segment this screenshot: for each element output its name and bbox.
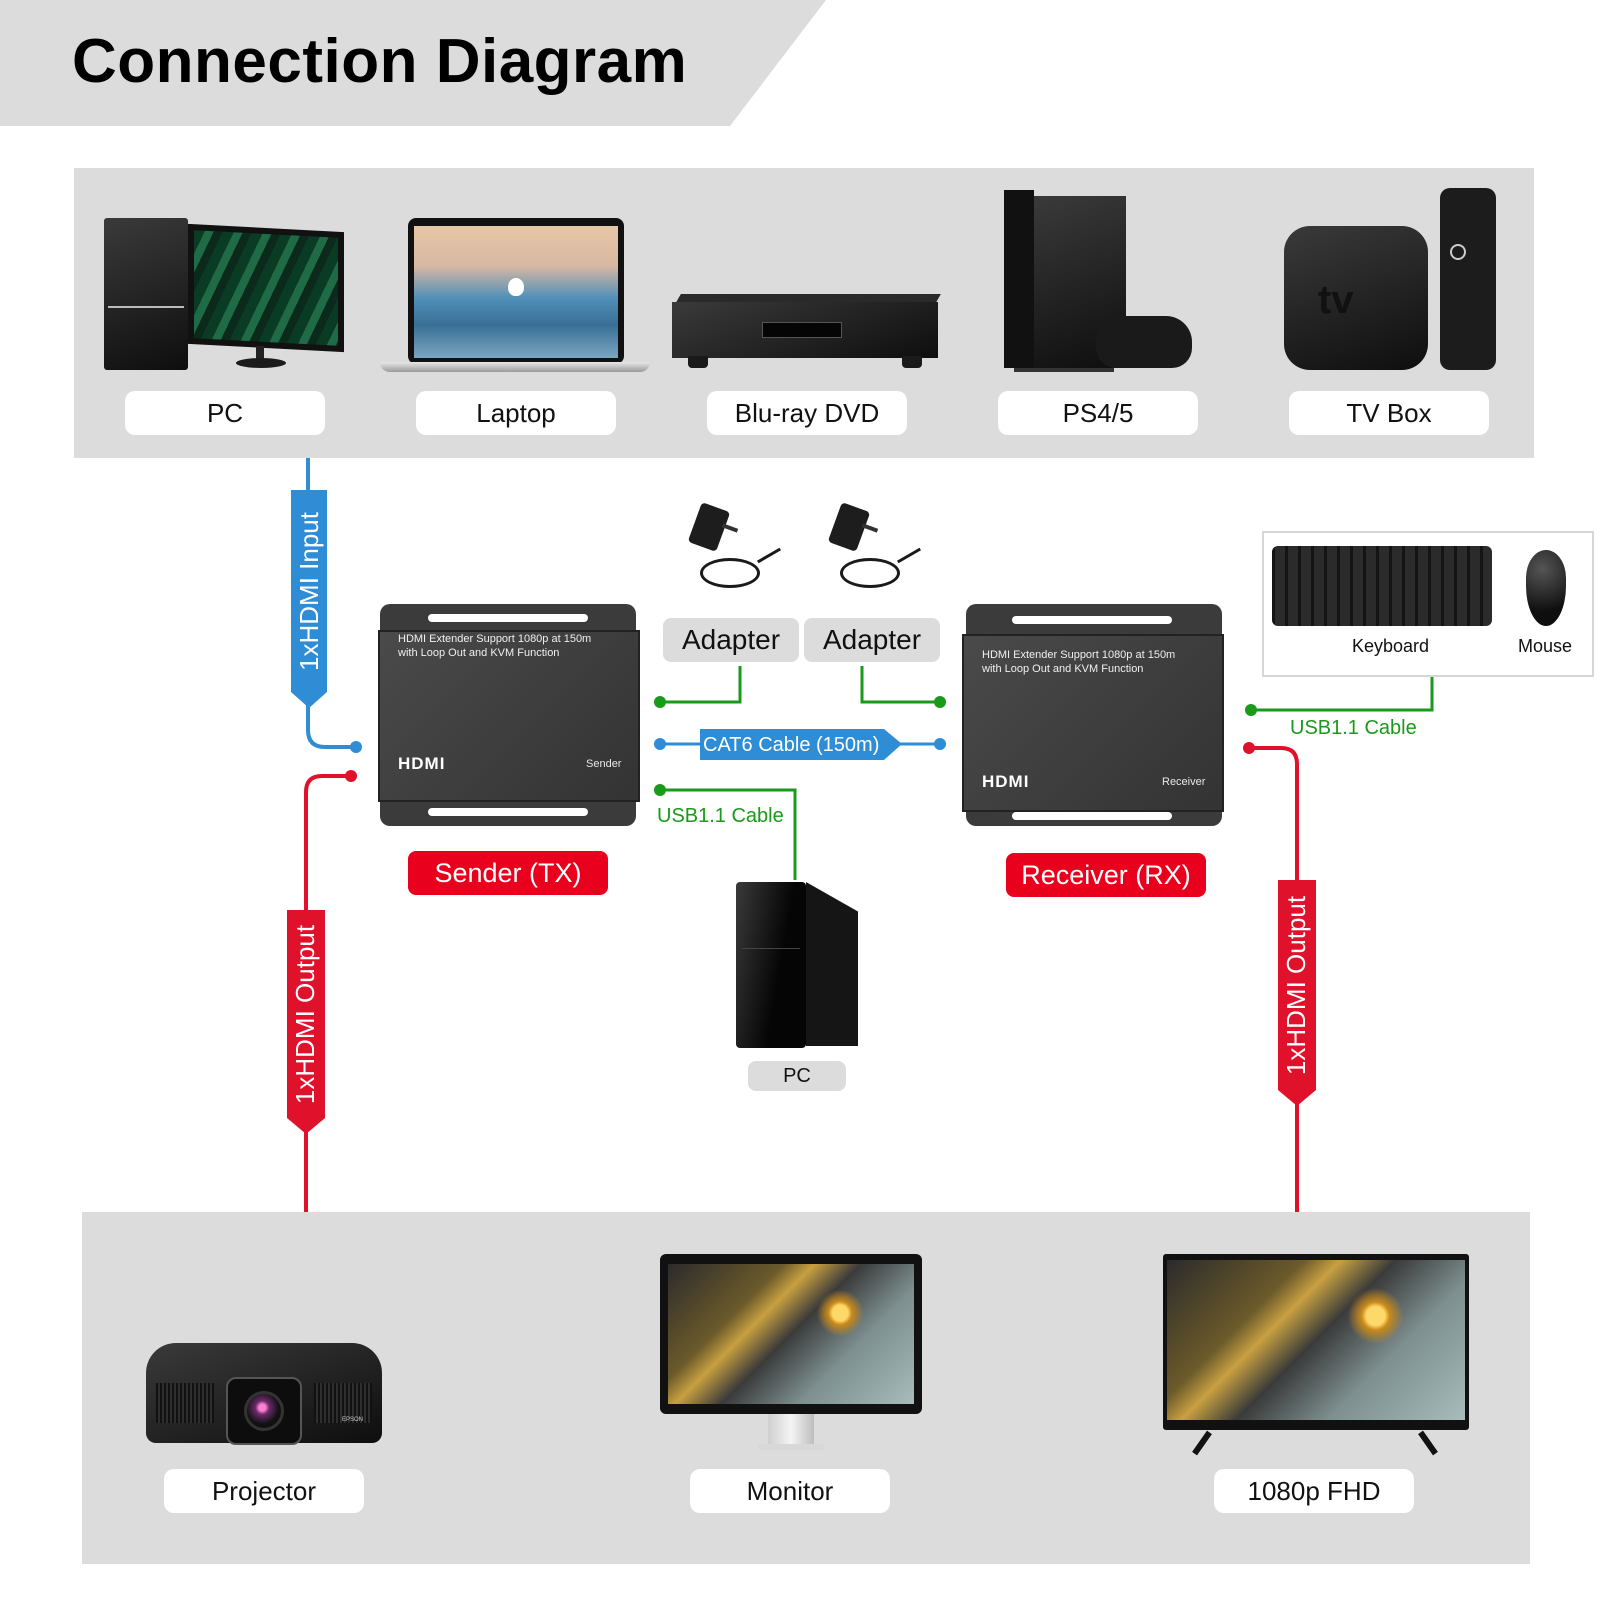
display-label-tv: 1080p FHD <box>1214 1469 1414 1513</box>
adapter-right-label: Adapter <box>804 618 940 662</box>
hdmi-output-right-connector <box>1243 742 1255 754</box>
adapter-right-line <box>860 666 940 704</box>
monitor-icon <box>660 1254 922 1452</box>
header-band <box>0 0 826 126</box>
adapter-left-connector <box>654 696 666 708</box>
laptop-icon <box>380 218 650 374</box>
adapter-right-connector <box>934 696 946 708</box>
adapter-left-line <box>660 666 742 704</box>
usb-right-label: USB1.1 Cable <box>1290 717 1417 739</box>
keyboard-icon <box>1272 546 1492 626</box>
cat6-label: CAT6 Cable (150m) <box>703 734 880 756</box>
sender-tag: Sender (TX) <box>408 851 608 895</box>
hdmi-logo: HDMI <box>982 772 1030 791</box>
hdmi-output-right-label: 1xHDMI Output <box>1281 895 1312 1075</box>
hdmi-input-label: 1xHDMI Input <box>293 511 324 671</box>
game-console-icon <box>1004 190 1192 374</box>
projector-icon: EPSON <box>146 1337 382 1455</box>
source-label-tvbox: TV Box <box>1289 391 1489 435</box>
power-adapter-icon <box>686 502 796 598</box>
mouse-icon <box>1526 550 1566 626</box>
receiver-tag: Receiver (RX) <box>1006 853 1206 897</box>
keyboard-label: Keyboard <box>1352 636 1430 656</box>
cat6-right-connector <box>934 738 946 750</box>
hdmi-input-connector <box>350 741 362 753</box>
source-label-ps: PS4/5 <box>998 391 1198 435</box>
sender-description: HDMI Extender Support 1080p at 150m with… <box>398 633 592 659</box>
receiver-role-text: Receiver <box>1162 776 1206 788</box>
kvm-pc-label: PC <box>748 1061 846 1091</box>
mouse-label: Mouse <box>1518 636 1573 656</box>
pc-tower-icon <box>736 880 860 1050</box>
usb-right-line <box>1251 677 1434 712</box>
receiver-description: HDMI Extender Support 1080p at 150m with… <box>982 649 1176 675</box>
usb-right-connector <box>1245 704 1257 716</box>
bluray-player-icon <box>672 294 944 374</box>
page-title: Connection Diagram <box>72 27 688 96</box>
power-adapter-icon <box>826 502 936 598</box>
tv-box-icon: tv <box>1284 188 1498 370</box>
usb-left-label: USB1.1 Cable <box>657 805 784 827</box>
source-label-laptop: Laptop <box>416 391 616 435</box>
sender-role-text: Sender <box>586 758 622 770</box>
source-label-pc: PC <box>125 391 325 435</box>
usb-left-connector <box>654 784 666 796</box>
display-label-projector: Projector <box>164 1469 364 1513</box>
cat6-left-connector <box>654 738 666 750</box>
adapter-left-label: Adapter <box>663 618 799 662</box>
tv-icon <box>1163 1254 1469 1456</box>
hdmi-logo: HDMI <box>398 754 446 773</box>
hdmi-output-left-connector <box>345 770 357 782</box>
hdmi-output-left-label: 1xHDMI Output <box>290 924 321 1104</box>
usb-left-line <box>660 788 797 880</box>
display-label-monitor: Monitor <box>690 1469 890 1513</box>
source-label-bluray: Blu-ray DVD <box>707 391 907 435</box>
receiver-device: HDMI Extender Support 1080p at 150m with… <box>962 604 1224 826</box>
sender-device: HDMI Extender Support 1080p at 150m with… <box>378 604 640 826</box>
desktop-pc-icon <box>104 218 348 370</box>
